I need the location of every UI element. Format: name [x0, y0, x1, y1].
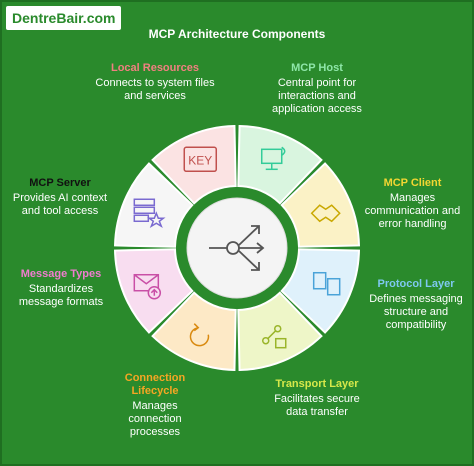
- diagram-title: MCP Architecture Components: [148, 27, 326, 41]
- documents-icon: [312, 271, 341, 296]
- label-mcp-server: MCP Server Provides AI context and tool …: [12, 177, 108, 217]
- label-local-resources: Local Resources Connects to system files…: [95, 62, 215, 102]
- svg-text:KEY: KEY: [188, 153, 212, 167]
- label-mcp-host: MCP Host Central point for interactions …: [272, 62, 362, 115]
- monitor-icon: [260, 146, 286, 171]
- server-star-icon: [133, 198, 166, 229]
- segment-mcp-host: [237, 125, 323, 205]
- key-icon: KEY: [183, 146, 218, 173]
- center-hub: [186, 197, 288, 299]
- label-protocol-layer: Protocol Layer Defines messaging structu…: [369, 278, 463, 331]
- segment-connection-lifecycle: [151, 291, 237, 371]
- segment-protocol-layer: [280, 248, 360, 334]
- label-message-types: Message Types Standardizes message forma…: [18, 268, 104, 308]
- label-transport-layer: Transport Layer Facilitates secure data …: [274, 378, 360, 418]
- distribute-arrows-icon: [209, 225, 265, 271]
- mail-upload-icon: [133, 273, 162, 300]
- brand-logo: DentreBair.com: [6, 6, 122, 30]
- refresh-icon: [189, 323, 210, 347]
- segment-local-resources: [151, 125, 237, 205]
- network-lock-icon: [261, 324, 287, 349]
- label-mcp-client: MCP Client Manages communication and err…: [364, 177, 461, 230]
- label-connection-lifecycle: Connection Lifecycle Manages connection …: [124, 372, 186, 438]
- handshake-icon: [310, 204, 341, 223]
